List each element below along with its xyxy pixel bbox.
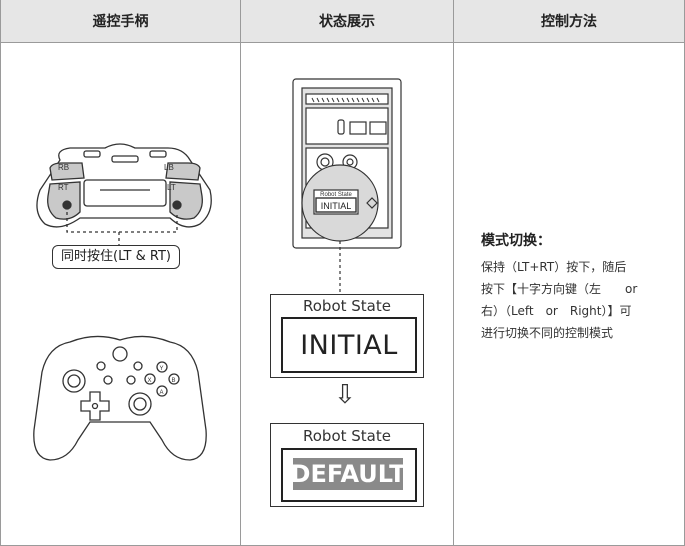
controller-front-view: [33, 335, 207, 461]
state-panel-initial: Robot State INITIAL: [270, 294, 424, 378]
header-state: 状态展示: [241, 0, 453, 43]
column-divider-2: [453, 0, 454, 546]
b-button-label: B: [172, 378, 176, 384]
controller-top-view: [36, 143, 212, 245]
device-screen-title: Robot State: [320, 192, 352, 198]
state-panel-initial-screen: INITIAL: [281, 317, 417, 373]
state-panel-initial-title: Robot State: [303, 297, 391, 315]
lb-label: LB: [164, 163, 174, 172]
y-button-label: Y: [160, 366, 164, 372]
a-button-label: A: [160, 390, 164, 396]
method-line-1: 保持（LT+RT）按下，随后: [481, 260, 627, 274]
header-controller: 遥控手柄: [1, 0, 240, 43]
state-panel-default: Robot State DEFAULT: [270, 423, 424, 507]
state-panel-default-screen: DEFAULT: [281, 448, 417, 502]
robot-device: [292, 78, 402, 294]
method-line-2: 按下【十字方向键（左 or: [481, 282, 638, 296]
header-controller-label: 遥控手柄: [92, 14, 149, 30]
rt-label: RT: [58, 183, 69, 192]
header-state-label: 状态展示: [319, 14, 375, 30]
mode-switch-title: 模式切换：: [481, 233, 551, 249]
method-line-4: 进行切换不同的控制模式: [481, 326, 614, 340]
initial-state-text: INITIAL: [300, 329, 398, 361]
hold-triggers-label: 同时按住(LT & RT): [52, 245, 180, 269]
down-arrow-icon: ⇩: [334, 380, 356, 410]
rb-label: RB: [58, 163, 69, 172]
default-state-highlight: DEFAULT: [290, 458, 406, 490]
header-method: 控制方法: [454, 0, 684, 43]
x-button-label: X: [148, 378, 152, 384]
state-panel-default-title: Robot State: [303, 427, 391, 445]
method-line-3: 右）（Left or Right）】可: [481, 304, 632, 318]
default-state-text: DEFAULT: [290, 460, 406, 488]
device-screen-value: INITIAL: [321, 201, 352, 211]
lt-label: LT: [167, 183, 176, 192]
column-divider-1: [240, 0, 241, 546]
header-method-label: 控制方法: [541, 14, 597, 30]
